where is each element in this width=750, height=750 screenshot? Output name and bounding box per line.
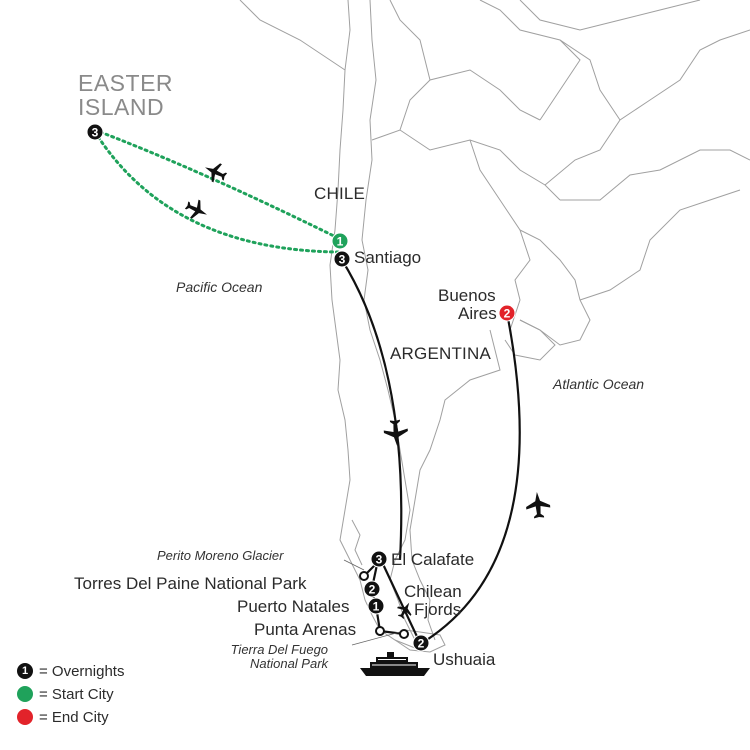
plane-icon: [184, 199, 207, 219]
label-puerto-natales: Puerto Natales: [237, 597, 350, 616]
marker-puerto-natales: 1: [373, 600, 380, 614]
label-argentina: ARGENTINA: [390, 344, 491, 363]
plane-icon: [397, 602, 412, 619]
marker-torres-del-paine: 2: [369, 583, 376, 597]
label-perito-moreno: Perito Moreno Glacier: [157, 548, 284, 563]
country-borders: [239, 0, 750, 653]
legend-end-city: = End City: [17, 707, 109, 727]
label-tierra-del-fuego: Tierra Del Fuego National Park: [228, 643, 328, 670]
label-buenos-line1: Buenos: [438, 286, 496, 305]
label-easter-line2: ISLAND: [78, 94, 165, 121]
legend-text-end: = End City: [39, 708, 109, 726]
label-easter-line1: EASTER: [78, 70, 174, 96]
legend-marker-red: [17, 709, 33, 725]
plane-icon: [383, 419, 408, 446]
easter-island-flights: [93, 128, 340, 254]
route-calafate-to-ushuaia: [381, 561, 421, 644]
stop-tierra-del-fuego: [399, 629, 409, 639]
legend-start-city: = Start City: [17, 684, 114, 704]
label-fuego-line1: Tierra Del Fuego: [230, 642, 329, 657]
label-pacific-ocean: Pacific Ocean: [176, 279, 263, 295]
flight-easter-to-santiago: [93, 130, 340, 254]
stop-punta-arenas: [375, 626, 385, 636]
label-chilean-fjords: Chilean Fjords: [404, 583, 462, 619]
overnight-markers: 3 1 3 2 3 2 1 2: [86, 123, 516, 652]
label-fuego-line2: National Park: [250, 655, 329, 671]
marker-buenos-aires: 2: [504, 307, 511, 321]
label-chilean-line2: Fjords: [414, 599, 462, 619]
minor-stops: [359, 571, 409, 639]
marker-santiago-start: 1: [337, 235, 344, 249]
label-torres-del-paine: Torres Del Paine National Park: [74, 574, 307, 593]
legend-marker-green: [17, 686, 33, 702]
label-chilean-line1: Chilean: [404, 582, 462, 601]
label-atlantic-ocean: Atlantic Ocean: [553, 376, 645, 392]
label-buenos-aires: Buenos Aires: [438, 287, 497, 323]
route-santiago-to-calafate: [341, 259, 403, 561]
plane-icon: [526, 492, 551, 519]
legend-overnights: 1 = Overnights: [17, 661, 124, 681]
ship-icon: [360, 652, 430, 676]
label-ushuaia: Ushuaia: [433, 650, 496, 669]
leader-lines: [343, 559, 401, 646]
route-ushuaia-to-buenos: [421, 312, 521, 644]
label-chile: CHILE: [314, 184, 366, 203]
plane-icon: [205, 163, 228, 183]
flight-santiago-to-easter: [93, 128, 340, 240]
marker-el-calafate: 3: [376, 553, 383, 567]
label-easter-island: EASTER ISLAND: [78, 71, 173, 119]
marker-easter-island: 3: [92, 126, 99, 140]
legend-text-overnights: = Overnights: [39, 662, 125, 680]
label-el-calafate: El Calafate: [391, 550, 475, 569]
label-santiago: Santiago: [354, 248, 422, 267]
legend-marker-black: 1: [17, 663, 33, 679]
legend-text-start: = Start City: [39, 685, 114, 703]
stop-perito-moreno: [359, 571, 369, 581]
marker-ushuaia: 2: [418, 637, 425, 651]
marker-santiago: 3: [339, 253, 346, 267]
label-punta-arenas: Punta Arenas: [254, 620, 357, 639]
label-buenos-line2: Aires: [458, 303, 497, 323]
